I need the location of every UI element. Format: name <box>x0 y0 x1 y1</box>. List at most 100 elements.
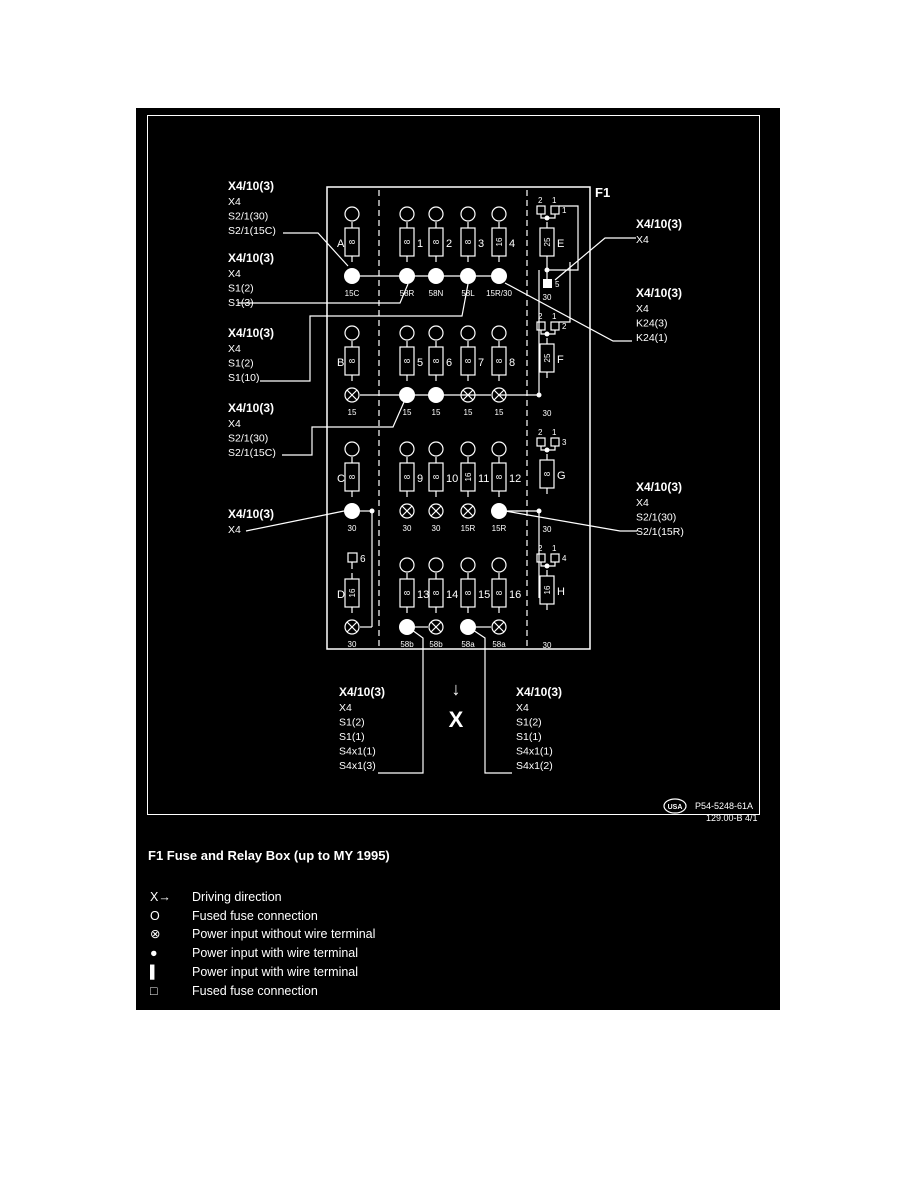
legend-row-4: ●Power input with wire terminal <box>150 944 358 962</box>
legend-text: Power input with wire terminal <box>192 965 359 979</box>
legend-row-1: X→Driving direction <box>150 888 282 906</box>
relay-pin-number: 1 <box>552 196 557 205</box>
power-input-crossed <box>491 619 507 635</box>
fuse-label: 16 <box>509 589 521 601</box>
fuse-label: 1 <box>417 238 423 250</box>
callout-line: S4x1(1) <box>516 746 553 758</box>
callout-line: S2/1(15C) <box>228 447 276 459</box>
fuse-label: 10 <box>446 473 458 485</box>
callout-line: S2/1(30) <box>636 512 676 524</box>
fuse-box-outline <box>326 186 591 650</box>
fused-connection-circle <box>428 325 444 341</box>
callout-line: X4 <box>228 268 241 280</box>
cross-mark <box>346 389 358 401</box>
terminal-label: 15 <box>495 408 504 417</box>
direction-label: X <box>449 707 464 732</box>
terminal-label: 15 <box>432 408 441 417</box>
fuse-label: H <box>557 586 565 598</box>
fuse-rating: 8 <box>543 471 552 476</box>
callout-line: X4 <box>228 524 241 536</box>
fuse-rating: 8 <box>403 474 412 479</box>
fuse-label: F <box>557 354 564 366</box>
fuse-rating: 16 <box>348 588 357 597</box>
fuse-label: E <box>557 238 564 250</box>
callout-line: X4 <box>339 702 352 714</box>
fused-connection-circle <box>491 206 507 222</box>
fuse-label: 8 <box>509 357 515 369</box>
relay-pin <box>550 553 560 563</box>
terminal-label: 58R <box>400 289 415 298</box>
fuse-rating: 8 <box>348 239 357 244</box>
callout-line: S2/1(30) <box>228 211 268 223</box>
terminal-label: 58L <box>461 289 475 298</box>
relay-wire <box>559 262 571 323</box>
terminal-label: 58N <box>429 289 444 298</box>
callout-line: S1(1) <box>339 731 365 743</box>
figure-code: P54-5248-61A <box>695 801 753 811</box>
fuse-label: 14 <box>446 589 458 601</box>
fused-connection-circle <box>399 557 415 573</box>
relay-pin-number: 4 <box>562 554 567 563</box>
leader-line <box>504 282 632 342</box>
fuse-letter-a: A <box>337 238 345 250</box>
fused-connection-circle <box>344 441 360 457</box>
callout-title: X4/10(3) <box>228 507 274 521</box>
relay-pin-number: 1 <box>562 206 567 215</box>
fuse-rating: 16 <box>495 237 504 246</box>
leader-line <box>238 283 409 304</box>
legend-symbol: ⊗ <box>150 927 161 941</box>
relay-pin-number: 2 <box>562 322 567 331</box>
terminal-label: 15R <box>461 524 476 533</box>
usa-badge-outline <box>663 798 687 814</box>
fuse-rating: 8 <box>464 358 473 363</box>
power-input-crossed <box>344 387 360 403</box>
callout-line: X4 <box>228 418 241 430</box>
fuse-rating: 8 <box>403 590 412 595</box>
callout-line: K24(3) <box>636 318 668 330</box>
fused-connection-circle <box>491 557 507 573</box>
legend-symbol: ▌ <box>150 965 159 979</box>
relay-pin-number: 1 <box>552 544 557 553</box>
fuse-rating: 8 <box>348 358 357 363</box>
fuse-rating: 8 <box>432 358 441 363</box>
legend-text: Fused fuse connection <box>192 909 318 923</box>
legend-symbol: □ <box>150 984 158 998</box>
usa-badge: USA <box>668 804 683 811</box>
cross-mark <box>430 505 442 517</box>
terminal-label: 15 <box>464 408 473 417</box>
fuse-label: 4 <box>509 238 515 250</box>
cross-mark <box>462 505 474 517</box>
fused-connection-circle <box>344 206 360 222</box>
legend-row-6: □Fused fuse connection <box>150 982 318 1000</box>
callout-line: S2/1(15R) <box>636 526 684 538</box>
power-input-filled <box>344 268 360 284</box>
fused-connection-circle <box>460 206 476 222</box>
fuse-label: 6 <box>446 357 452 369</box>
junction-dot <box>544 447 550 453</box>
callout-title: X4/10(3) <box>339 685 385 699</box>
direction-arrow: ↓ <box>452 679 461 699</box>
callout-title: X4/10(3) <box>636 217 682 231</box>
legend-symbol: ● <box>150 946 158 960</box>
fuse-rating: 8 <box>432 239 441 244</box>
fuse-letter-b: B <box>337 357 344 369</box>
fuse-rating: 8 <box>348 474 357 479</box>
fuse-label: 3 <box>478 238 484 250</box>
terminal-label: 30 <box>348 524 357 533</box>
terminal-label: 58a <box>492 640 506 649</box>
legend-symbol: O <box>150 909 160 923</box>
fused-connection-circle <box>344 325 360 341</box>
fuse-rating: 16 <box>464 472 473 481</box>
power-input-crossed <box>428 503 444 519</box>
fuse-rating: 25 <box>543 237 552 246</box>
terminal-label: 30 <box>543 641 552 650</box>
power-input-crossed <box>460 503 476 519</box>
terminal-label: 30 <box>348 640 357 649</box>
cross-mark <box>493 621 505 633</box>
terminal-label: 58b <box>400 640 414 649</box>
legend-row-2: O Fused fuse connection <box>150 907 318 925</box>
callout-line: S1(3) <box>228 297 254 309</box>
relay-pin-number: 2 <box>538 312 543 321</box>
power-input-filled <box>491 268 507 284</box>
